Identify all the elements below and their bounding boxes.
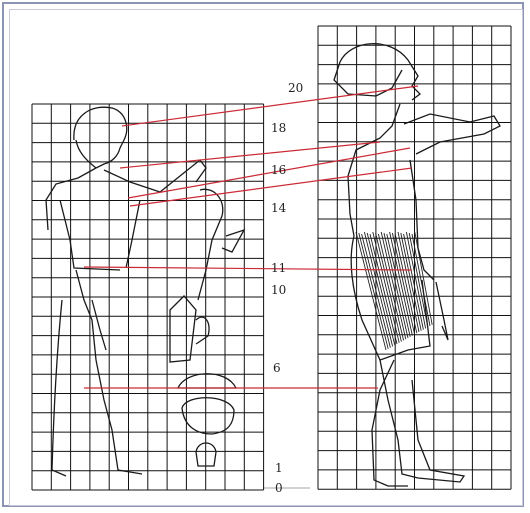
scale-label-0: 0	[275, 482, 283, 494]
guide-line-head	[122, 86, 418, 126]
right-standing-figure-drawing	[334, 44, 500, 486]
guide-line-waist	[84, 267, 412, 270]
scale-label-14: 14	[271, 202, 286, 214]
scale-label-6: 6	[273, 362, 281, 374]
scale-label-1: 1	[275, 462, 283, 474]
left-seated-figure-drawing	[46, 107, 244, 476]
guide-line-shoulder-upper	[128, 148, 410, 198]
scale-label-10: 10	[271, 284, 286, 296]
scale-label-18: 18	[271, 122, 286, 134]
scale-label-16: 16	[271, 164, 286, 176]
guide-line-chin	[120, 142, 380, 168]
scale-label-20: 20	[288, 82, 303, 94]
left-figure-grid	[32, 104, 264, 490]
hatch-stroke	[370, 234, 397, 344]
scale-label-11: 11	[271, 262, 286, 274]
hatch-stroke	[364, 232, 392, 346]
hatch-stroke	[406, 232, 425, 328]
